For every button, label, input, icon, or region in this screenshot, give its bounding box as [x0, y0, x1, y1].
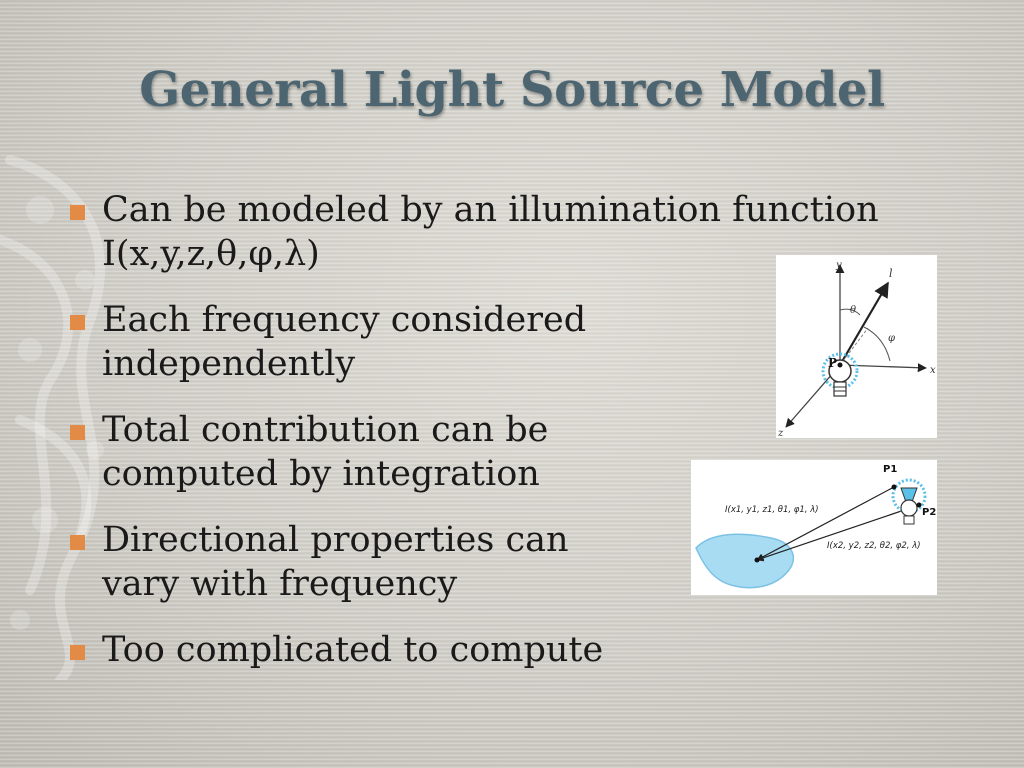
y-axis-label: y	[835, 260, 842, 271]
point1-label: P1	[883, 464, 897, 475]
light-bulb-icon	[891, 478, 927, 525]
bullet-list: Can be modeled by an illumination functi…	[64, 188, 964, 694]
bullet-item: Too complicated to compute	[64, 628, 964, 672]
bullet-text: Total contribution can be	[102, 410, 549, 450]
bullet-item: Total contribution can be computed by in…	[64, 408, 964, 496]
surface-patch	[695, 533, 794, 589]
bullet-marker	[70, 315, 85, 330]
phi-label: φ	[888, 333, 895, 344]
surface-illumination-figure: P1 P2 I(x1, y1, z1, θ1, φ1, λ) I(x2, y2,…	[691, 460, 937, 595]
z-axis-label: z	[777, 428, 784, 438]
light-bulb-icon	[821, 352, 859, 397]
bullet-marker	[70, 535, 85, 550]
decorative-ornament	[0, 155, 105, 680]
bullet-marker	[70, 205, 85, 220]
bullet-item: Each frequency considered independently	[64, 298, 964, 386]
bullet-text: Can be modeled by an illumination functi…	[102, 190, 879, 230]
x-axis-line	[839, 363, 927, 373]
light-direction-figure: y l θ φ P x z	[776, 255, 937, 438]
ray1-line	[756, 486, 895, 561]
bullet-marker	[70, 645, 85, 660]
bullet-item: Directional properties can vary with fre…	[64, 518, 964, 606]
bullet-text: Each frequency considered	[102, 300, 587, 340]
theta-label: θ	[850, 305, 856, 316]
ray-line	[839, 281, 889, 366]
ray-label: l	[889, 267, 893, 280]
point-label: P	[828, 356, 837, 370]
bullet-text: Too complicated to compute	[102, 630, 604, 670]
ray2-label: I(x2, y2, z2, θ2, φ2, λ)	[827, 541, 921, 551]
ray2-line	[756, 504, 920, 562]
ray1-label: I(x1, y1, z1, θ1, φ1, λ)	[725, 505, 819, 515]
point2-label: P2	[922, 507, 936, 518]
bullet-marker	[70, 425, 85, 440]
slide-title: General Light Source Model	[139, 62, 885, 118]
bullet-text-continued: I(x,y,z,θ,φ,λ)	[102, 234, 320, 274]
bullet-text: Directional properties can	[102, 520, 569, 560]
bullet-text-continued: vary with frequency	[102, 564, 458, 604]
bullet-text-continued: independently	[102, 344, 356, 384]
bullet-item: Can be modeled by an illumination functi…	[64, 188, 964, 276]
x-axis-label: x	[930, 365, 936, 376]
bullet-text-continued: computed by integration	[102, 454, 540, 494]
